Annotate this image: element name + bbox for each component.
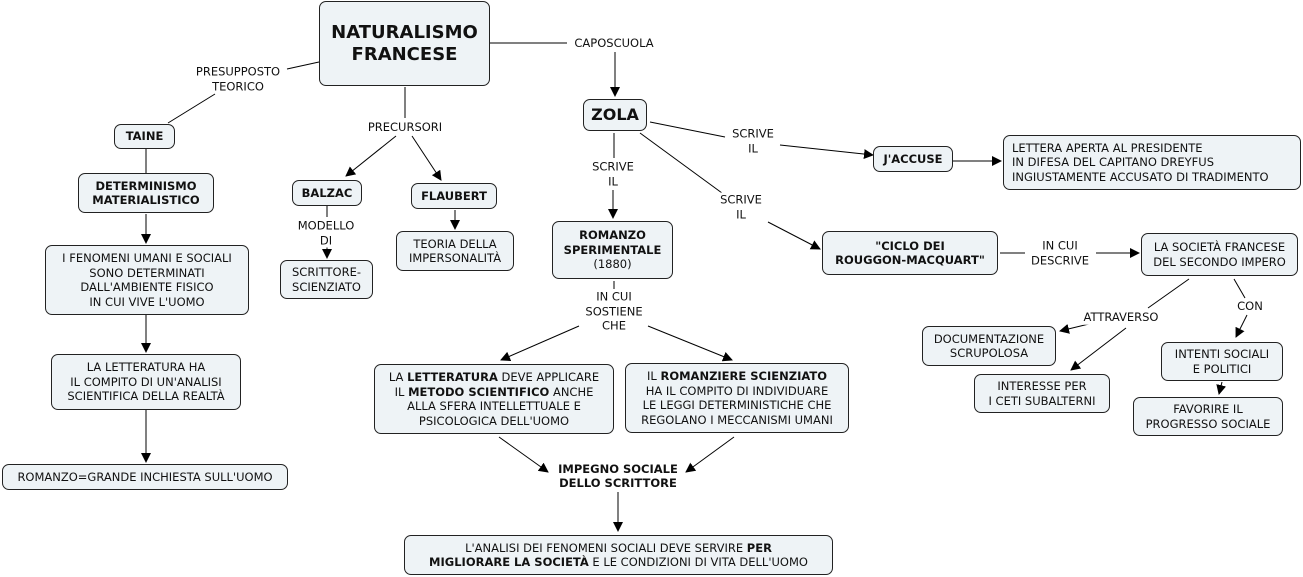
main-topic-node[interactable]: NATURALISMO FRANCESE: [319, 1, 490, 86]
text: E LE CONDIZIONI DI VITA DELL'UOMO: [588, 555, 808, 569]
link-label-modello: MODELLO DI: [295, 218, 357, 248]
text: PSICOLOGICA DELL'UOMO: [418, 413, 570, 428]
text-bold: MIGLIORARE LA SOCIETÀ: [429, 555, 589, 569]
node-balzac[interactable]: BALZAC: [292, 180, 362, 206]
link-arrow: [1235, 314, 1248, 338]
text: IL: [647, 369, 661, 383]
text-bold: PER: [746, 540, 772, 555]
link-label-presupposto: PRESUPPOSTO TEORICO: [193, 64, 283, 94]
romanzo-sperimentale-title: ROMANZO SPERIMENTALE: [563, 228, 662, 257]
link-arrow: [1059, 322, 1094, 334]
node-romanziere-scienziato[interactable]: IL ROMANZIERE SCIENZIATO HA IL COMPITO D…: [625, 363, 849, 433]
text: ALLA SFERA INTELLETTUALE E: [407, 399, 581, 413]
romanzo-sperimentale-year: (1880): [593, 257, 632, 272]
link-label-scrive-romanzo: SCRIVE IL: [590, 159, 636, 189]
node-societa[interactable]: LA SOCIETÀ FRANCESE DEL SECONDO IMPERO: [1141, 233, 1298, 276]
node-ciclo[interactable]: "CICLO DEI ROUGGON-MACQUART": [822, 231, 998, 275]
node-intenti[interactable]: INTENTI SOCIALI E POLITICI: [1161, 342, 1283, 381]
link-label-caposcuola: CAPOSCUOLA: [572, 35, 656, 51]
link-arrow: [345, 135, 397, 177]
node-taine[interactable]: TAINE: [114, 124, 175, 149]
text: IL: [394, 384, 409, 399]
text: L'ANALISI DEI FENOMENI SOCIALI DEVE SERV…: [465, 540, 747, 555]
text: LE LEGGI DETERMINISTICHE CHE: [642, 398, 832, 412]
node-lettera[interactable]: LETTERA APERTA AL PRESIDENTE IN DIFESA D…: [1003, 135, 1301, 190]
link-arrow: [647, 325, 733, 362]
node-impersonalita[interactable]: TEORIA DELLA IMPERSONALITÀ: [396, 231, 514, 271]
node-metodo-scientifico[interactable]: LA LETTERATURA DEVE APPLICARE IL METODO …: [374, 364, 614, 434]
link-label-scrive-jaccuse: SCRIVE IL: [730, 126, 776, 156]
node-letteratura-compito[interactable]: LA LETTERATURA HA IL COMPITO DI UN'ANALI…: [51, 354, 241, 410]
link-arrow: [500, 325, 580, 361]
link-label-scrive-ciclo: SCRIVE IL: [718, 192, 764, 222]
link-line: [649, 121, 726, 138]
link-line: [286, 61, 320, 70]
link-arrow: [1070, 327, 1127, 371]
link-label-precursori: PRECURSORI: [365, 119, 445, 135]
node-determinismo[interactable]: DETERMINISMO MATERIALISTICO: [78, 173, 214, 213]
node-interesse[interactable]: INTERESSE PER I CETI SUBALTERNI: [974, 374, 1110, 413]
node-analisi-fenomeni[interactable]: L'ANALISI DEI FENOMENI SOCIALI DEVE SERV…: [404, 535, 833, 575]
link-line: [167, 93, 216, 124]
text: DEVE APPLICARE: [497, 370, 600, 384]
text: REGOLANO I MECCANISMI UMANI: [641, 412, 833, 427]
text: HA IL COMPITO DI INDIVIDUARE: [645, 383, 829, 398]
node-flaubert[interactable]: FLAUBERT: [411, 183, 497, 209]
node-fenomeni[interactable]: I FENOMENI UMANI E SOCIALI SONO DETERMIN…: [45, 245, 249, 315]
text: LA: [388, 370, 408, 384]
link-line: [639, 132, 723, 194]
link-arrow: [779, 144, 874, 160]
node-romanzo-sperimentale[interactable]: ROMANZO SPERIMENTALE (1880): [552, 221, 673, 279]
link-label-in-cui-descrive: IN CUI DESCRIVE: [1029, 238, 1091, 268]
text-bold: METODO SCIENTIFICO: [408, 384, 550, 399]
link-arrow: [411, 135, 442, 181]
link-line: [1147, 278, 1190, 309]
link-line: [1233, 278, 1246, 299]
link-arrow: [1216, 381, 1227, 395]
text: ANCHE: [549, 384, 594, 399]
node-jaccuse[interactable]: J'ACCUSE: [873, 146, 953, 172]
link-arrow: [685, 436, 735, 473]
link-label-in-cui-sostiene: IN CUI SOSTIENE CHE: [583, 289, 645, 333]
node-progresso[interactable]: FAVORIRE IL PROGRESSO SOCIALE: [1133, 397, 1283, 436]
link-label-attraverso: ATTRAVERSO: [1081, 309, 1161, 325]
node-romanzo-inchiesta[interactable]: ROMANZO=GRANDE INCHIESTA SULL'UOMO: [2, 464, 288, 490]
link-arrow: [498, 436, 549, 473]
text-bold: LETTERATURA: [407, 370, 498, 384]
node-impegno-sociale[interactable]: IMPEGNO SOCIALE DELLO SCRITTORE: [558, 461, 678, 491]
link-label-con: CON: [1235, 298, 1265, 314]
text-bold: ROMANZIERE SCIENZIATO: [660, 369, 827, 383]
node-scrittore-scienziato[interactable]: SCRITTORE- SCIENZIATO: [280, 260, 373, 299]
link-arrow: [767, 221, 821, 250]
node-documentazione[interactable]: DOCUMENTAZIONE SCRUPOLOSA: [922, 326, 1056, 366]
node-zola[interactable]: ZOLA: [583, 99, 647, 131]
